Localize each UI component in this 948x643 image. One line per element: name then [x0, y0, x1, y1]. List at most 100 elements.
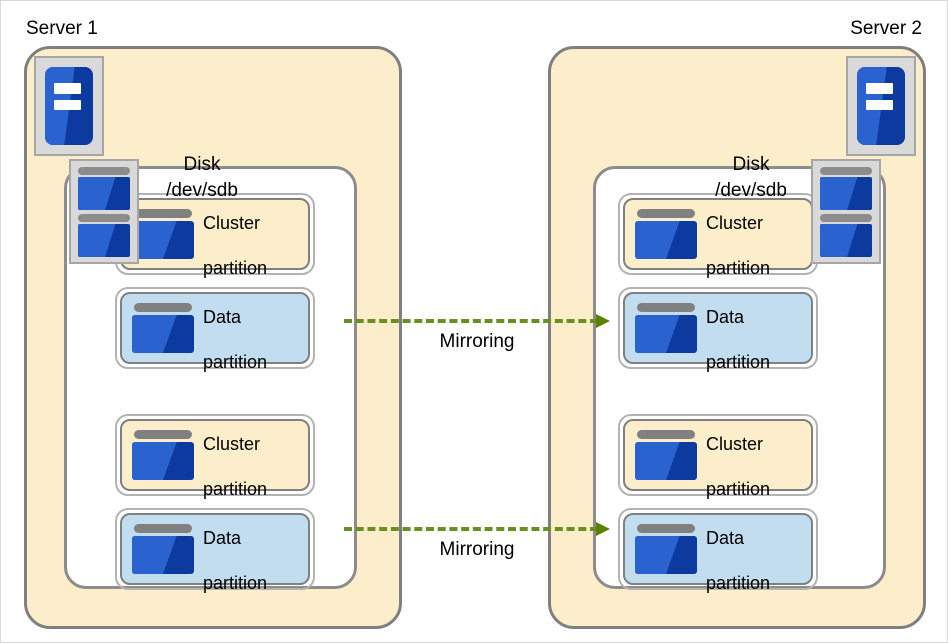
partition-icon-body — [132, 536, 194, 574]
disk-caption: Disk /dev/sdb — [661, 152, 841, 203]
partition-label: Cluster partition — [203, 410, 267, 500]
partition-inner: Cluster partition — [120, 419, 310, 499]
partition-icon-cap — [637, 524, 695, 533]
disk-unit-body — [820, 177, 872, 210]
cluster-partition: Cluster partition — [115, 414, 315, 499]
partition-label-line-2: partition — [706, 572, 771, 593]
partition-inner: Data partition — [623, 292, 813, 372]
disk-unit-body — [820, 224, 872, 257]
server-2-label: Server 2 — [850, 18, 922, 39]
partition-icon — [635, 209, 697, 259]
partition-icon-cap — [134, 303, 192, 312]
partition-icon-body — [132, 315, 194, 353]
mirroring-arrow-head-icon — [596, 314, 610, 328]
server-2-box: Disk /dev/sdb Cluster partition — [548, 46, 926, 629]
partition-label-line-2: partition — [706, 351, 771, 372]
disk-caption-line-2: /dev/sdb — [166, 179, 238, 201]
partition-icon — [635, 524, 697, 574]
disk-stack-unit-top — [78, 167, 130, 210]
data-partition: Data partition — [115, 287, 315, 372]
partition-icon-body — [635, 536, 697, 574]
partition-label-line-1: Data — [203, 306, 242, 327]
partition-label-line-1: Cluster — [706, 433, 764, 454]
partition-label: Data partition — [706, 283, 770, 373]
server-icon-chassis — [45, 67, 93, 145]
disk-caption-line-2: /dev/sdb — [715, 179, 787, 201]
partition-icon-body — [635, 442, 697, 480]
disk-unit-body — [78, 224, 130, 257]
server-1-box: Disk /dev/sdb Cluster partition — [24, 46, 402, 629]
partition-icon — [132, 303, 194, 353]
partition-inner: Data partition — [120, 292, 310, 372]
cluster-partition: Cluster partition — [618, 414, 818, 499]
partition-icon-cap — [637, 430, 695, 439]
mirroring-arrow-line — [344, 319, 598, 323]
partition-label-line-1: Cluster — [203, 433, 261, 454]
partition-label-line-1: Cluster — [706, 212, 764, 233]
partition-icon-cap — [134, 430, 192, 439]
mirroring-arrow-2 — [344, 522, 610, 536]
partition-label-line-2: partition — [203, 257, 268, 278]
partition-label-line-2: partition — [203, 478, 268, 499]
partition-label: Data partition — [203, 504, 267, 594]
server-icon-bar-top — [53, 83, 81, 94]
partition-inner: Data partition — [120, 513, 310, 593]
partition-label-line-1: Data — [203, 527, 242, 548]
data-partition: Data partition — [618, 508, 818, 593]
partition-label: Cluster partition — [706, 410, 770, 500]
partition-label: Data partition — [203, 283, 267, 373]
mirroring-label-2: Mirroring — [439, 539, 515, 560]
partition-icon-cap — [637, 303, 695, 312]
partition-icon-body — [635, 315, 697, 353]
partition-label-line-2: partition — [706, 257, 771, 278]
disk-unit-cap — [820, 167, 872, 175]
partition-label: Cluster partition — [706, 189, 770, 279]
partition-icon — [635, 303, 697, 353]
partition-label-line-1: Data — [706, 306, 745, 327]
partition-icon-cap — [134, 209, 192, 218]
disk-unit-cap — [78, 214, 130, 222]
disk-caption-line-1: Disk — [732, 154, 770, 175]
partition-icon-cap — [134, 524, 192, 533]
cluster-partition: Cluster partition — [115, 193, 315, 278]
server-icon-bar-bottom — [865, 99, 893, 110]
disk-unit-cap — [820, 214, 872, 222]
server-icon-chassis — [857, 67, 905, 145]
mirroring-label-1: Mirroring — [439, 331, 515, 352]
mirroring-arrow-1 — [344, 314, 610, 328]
partition-icon-body — [132, 442, 194, 480]
mirroring-arrow-line — [344, 527, 598, 531]
disk-stack-unit-bottom — [78, 214, 130, 257]
disk-stack-icon — [811, 159, 881, 264]
partition-icon-body — [132, 221, 194, 259]
partition-label-line-1: Data — [706, 527, 745, 548]
disk-stack-icon — [69, 159, 139, 264]
partition-icon-body — [635, 221, 697, 259]
partition-icon — [132, 524, 194, 574]
data-partition: Data partition — [618, 287, 818, 372]
partition-label-line-2: partition — [203, 572, 268, 593]
partition-icon-cap — [637, 209, 695, 218]
partition-label-line-2: partition — [203, 351, 268, 372]
cluster-partition: Cluster partition — [618, 193, 818, 278]
disk-stack-unit-top — [820, 167, 872, 210]
disk-unit-cap — [78, 167, 130, 175]
partition-label-line-2: partition — [706, 478, 771, 499]
partition-icon — [132, 430, 194, 480]
partition-inner: Data partition — [623, 513, 813, 593]
server-icon-bar-top — [865, 83, 893, 94]
disk-stack-unit-bottom — [820, 214, 872, 257]
mirroring-arrow-head-icon — [596, 522, 610, 536]
partition-label: Data partition — [706, 504, 770, 594]
data-partition: Data partition — [115, 508, 315, 593]
partition-inner: Cluster partition — [623, 198, 813, 278]
disk-caption: Disk /dev/sdb — [112, 152, 292, 203]
partition-inner: Cluster partition — [623, 419, 813, 499]
partition-icon — [132, 209, 194, 259]
server-1-label: Server 1 — [26, 18, 98, 39]
partition-icon — [635, 430, 697, 480]
partition-label: Cluster partition — [203, 189, 267, 279]
disk-unit-body — [78, 177, 130, 210]
server-icon-bar-bottom — [53, 99, 81, 110]
